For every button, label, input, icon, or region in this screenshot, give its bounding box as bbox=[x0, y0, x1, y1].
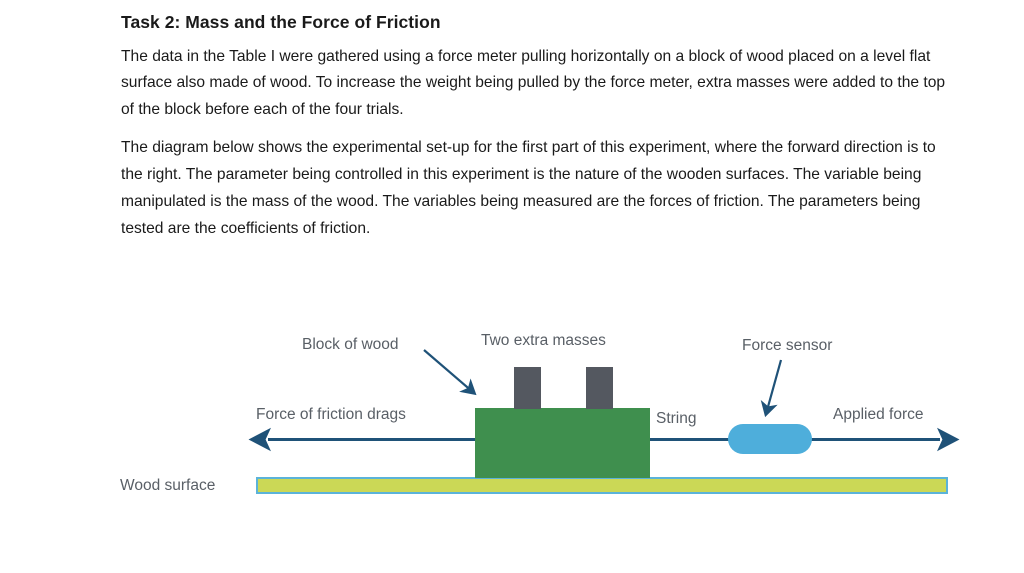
label-string: String bbox=[656, 410, 697, 427]
wood-block-shape bbox=[475, 408, 650, 478]
label-applied-force: Applied force bbox=[833, 406, 924, 423]
wood-surface-bar bbox=[256, 477, 948, 494]
task-text-block: Task 2: Mass and the Force of Friction T… bbox=[121, 11, 949, 242]
label-wood-surface: Wood surface bbox=[120, 477, 216, 494]
force-sensor-pointer-arrow bbox=[760, 359, 783, 418]
block-of-wood-pointer-arrow bbox=[423, 349, 477, 396]
label-block-of-wood: Block of wood bbox=[302, 336, 399, 353]
label-two-extra-masses: Two extra masses bbox=[481, 332, 606, 349]
page-title: Task 2: Mass and the Force of Friction bbox=[121, 12, 441, 32]
label-force-of-friction: Force of friction drags bbox=[256, 406, 406, 423]
force-sensor-shape bbox=[728, 424, 812, 454]
label-force-sensor: Force sensor bbox=[742, 337, 833, 354]
paragraph-2: The diagram below shows the experimental… bbox=[121, 139, 936, 237]
extra-mass-left-shape bbox=[514, 367, 541, 409]
paragraph-1: The data in the Table I were gathered us… bbox=[121, 47, 946, 119]
extra-mass-right-shape bbox=[586, 367, 613, 409]
